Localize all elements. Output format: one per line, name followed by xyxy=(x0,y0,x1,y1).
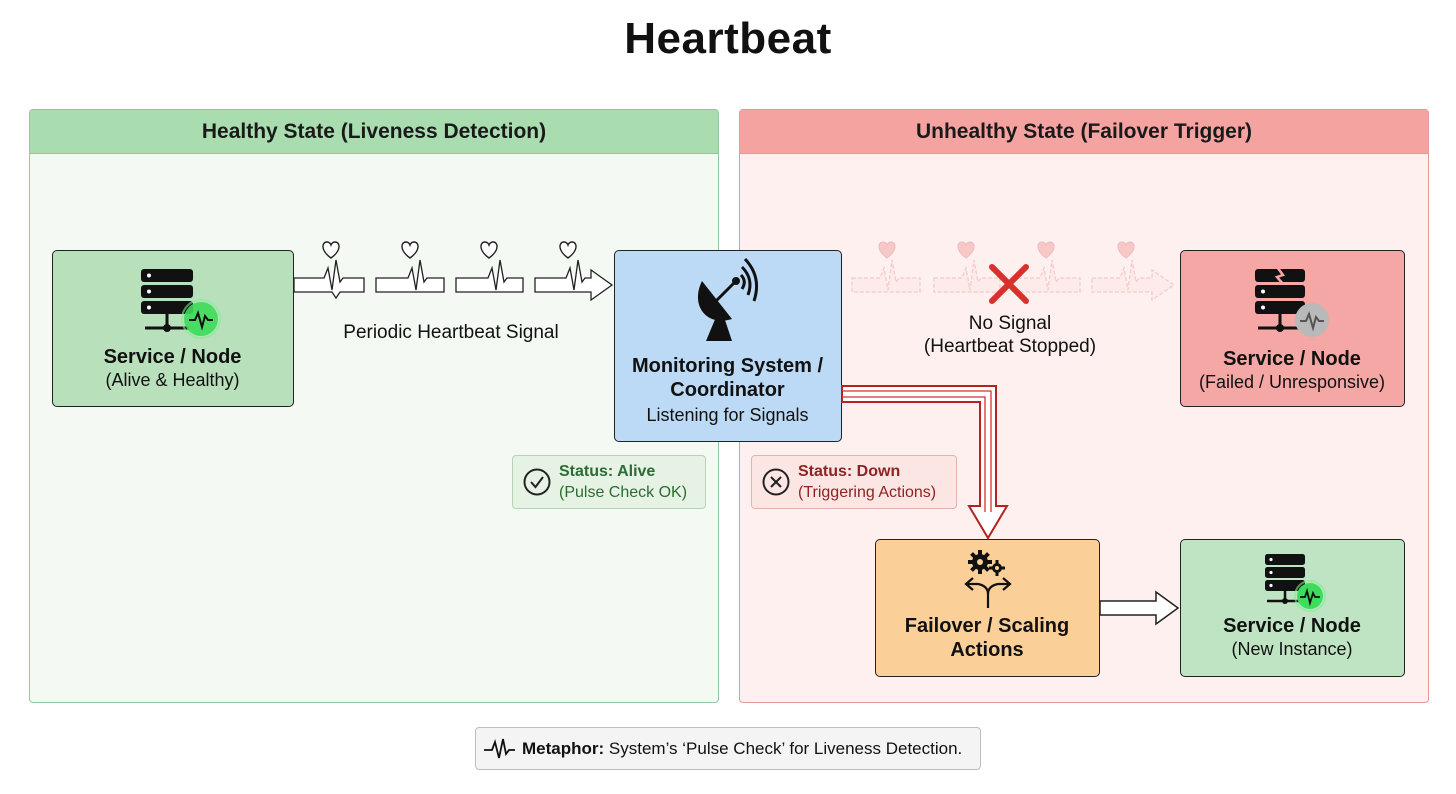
pulse-icon xyxy=(1294,580,1326,612)
healthy-panel-header: Healthy State (Liveness Detection) xyxy=(30,110,718,154)
monitor-subtitle: Listening for Signals xyxy=(646,405,809,425)
no-signal-label: No Signal xyxy=(968,313,1052,334)
footer-bold-label: Metaphor: xyxy=(522,739,605,758)
healthy-service-title: Service / Node xyxy=(103,346,242,368)
satellite-dish-icon xyxy=(697,257,758,341)
status-down-label: Status: Down xyxy=(798,463,901,480)
status-down-badge: Status: Down (Triggering Actions) xyxy=(751,455,957,509)
healthy-service-subtitle: (Alive & Healthy) xyxy=(105,370,240,390)
heart-icon xyxy=(322,241,577,259)
server-icon xyxy=(1265,554,1305,604)
status-alive-badge: Status: Alive (Pulse Check OK) xyxy=(512,455,706,509)
heartbeat-stopped-label: (Heartbeat Stopped) xyxy=(923,336,1097,357)
failover-scaling-node: Failover / Scaling Actions xyxy=(875,539,1100,677)
monitor-title-line2: Coordinator xyxy=(670,379,785,401)
server-icon xyxy=(141,269,193,332)
status-alive-detail: (Pulse Check OK) xyxy=(559,484,688,501)
monitor-title-line1: Monitoring System / xyxy=(631,355,824,377)
check-circle-icon xyxy=(523,468,551,496)
unhealthy-panel-header: Unhealthy State (Failover Trigger) xyxy=(740,110,1428,154)
pulse-icon xyxy=(484,738,515,759)
footer-text: System’s ‘Pulse Check’ for Liveness Dete… xyxy=(604,739,963,758)
failover-title-line2: Actions xyxy=(950,639,1024,661)
failed-service-title: Service / Node xyxy=(1223,348,1361,370)
split-arrows-icon xyxy=(964,577,1012,608)
broken-server-icon xyxy=(1255,266,1305,332)
failover-title-line1: Failover / Scaling xyxy=(904,615,1070,637)
stopped-signal-arrow xyxy=(851,241,1176,302)
page-title: Heartbeat xyxy=(624,14,832,63)
failover-trigger-arrow xyxy=(841,385,1009,540)
signal-label: Periodic Heartbeat Signal xyxy=(343,322,559,343)
status-down-detail: (Triggering Actions) xyxy=(798,484,937,501)
healthy-service-node: Service / Node (Alive & Healthy) xyxy=(52,250,294,407)
pulse-icon xyxy=(181,299,221,339)
failed-service-node: Service / Node (Failed / Unresponsive) xyxy=(1180,250,1405,407)
metaphor-footer: Metaphor: System’s ‘Pulse Check’ for Liv… xyxy=(475,727,981,770)
new-instance-arrow xyxy=(1099,590,1180,626)
gears-icon xyxy=(964,550,1012,608)
failed-service-subtitle: (Failed / Unresponsive) xyxy=(1198,372,1386,392)
new-instance-service-node: Service / Node (New Instance) xyxy=(1180,539,1405,677)
new-service-subtitle: (New Instance) xyxy=(1231,639,1353,659)
heartbeat-signal-arrow xyxy=(293,241,614,302)
monitoring-system-node: Monitoring System / Coordinator Listenin… xyxy=(614,250,842,442)
status-alive-label: Status: Alive xyxy=(559,463,656,480)
x-icon xyxy=(989,264,1029,304)
pulse-icon xyxy=(1295,303,1329,337)
new-service-title: Service / Node xyxy=(1223,615,1361,637)
x-circle-icon xyxy=(762,468,790,496)
